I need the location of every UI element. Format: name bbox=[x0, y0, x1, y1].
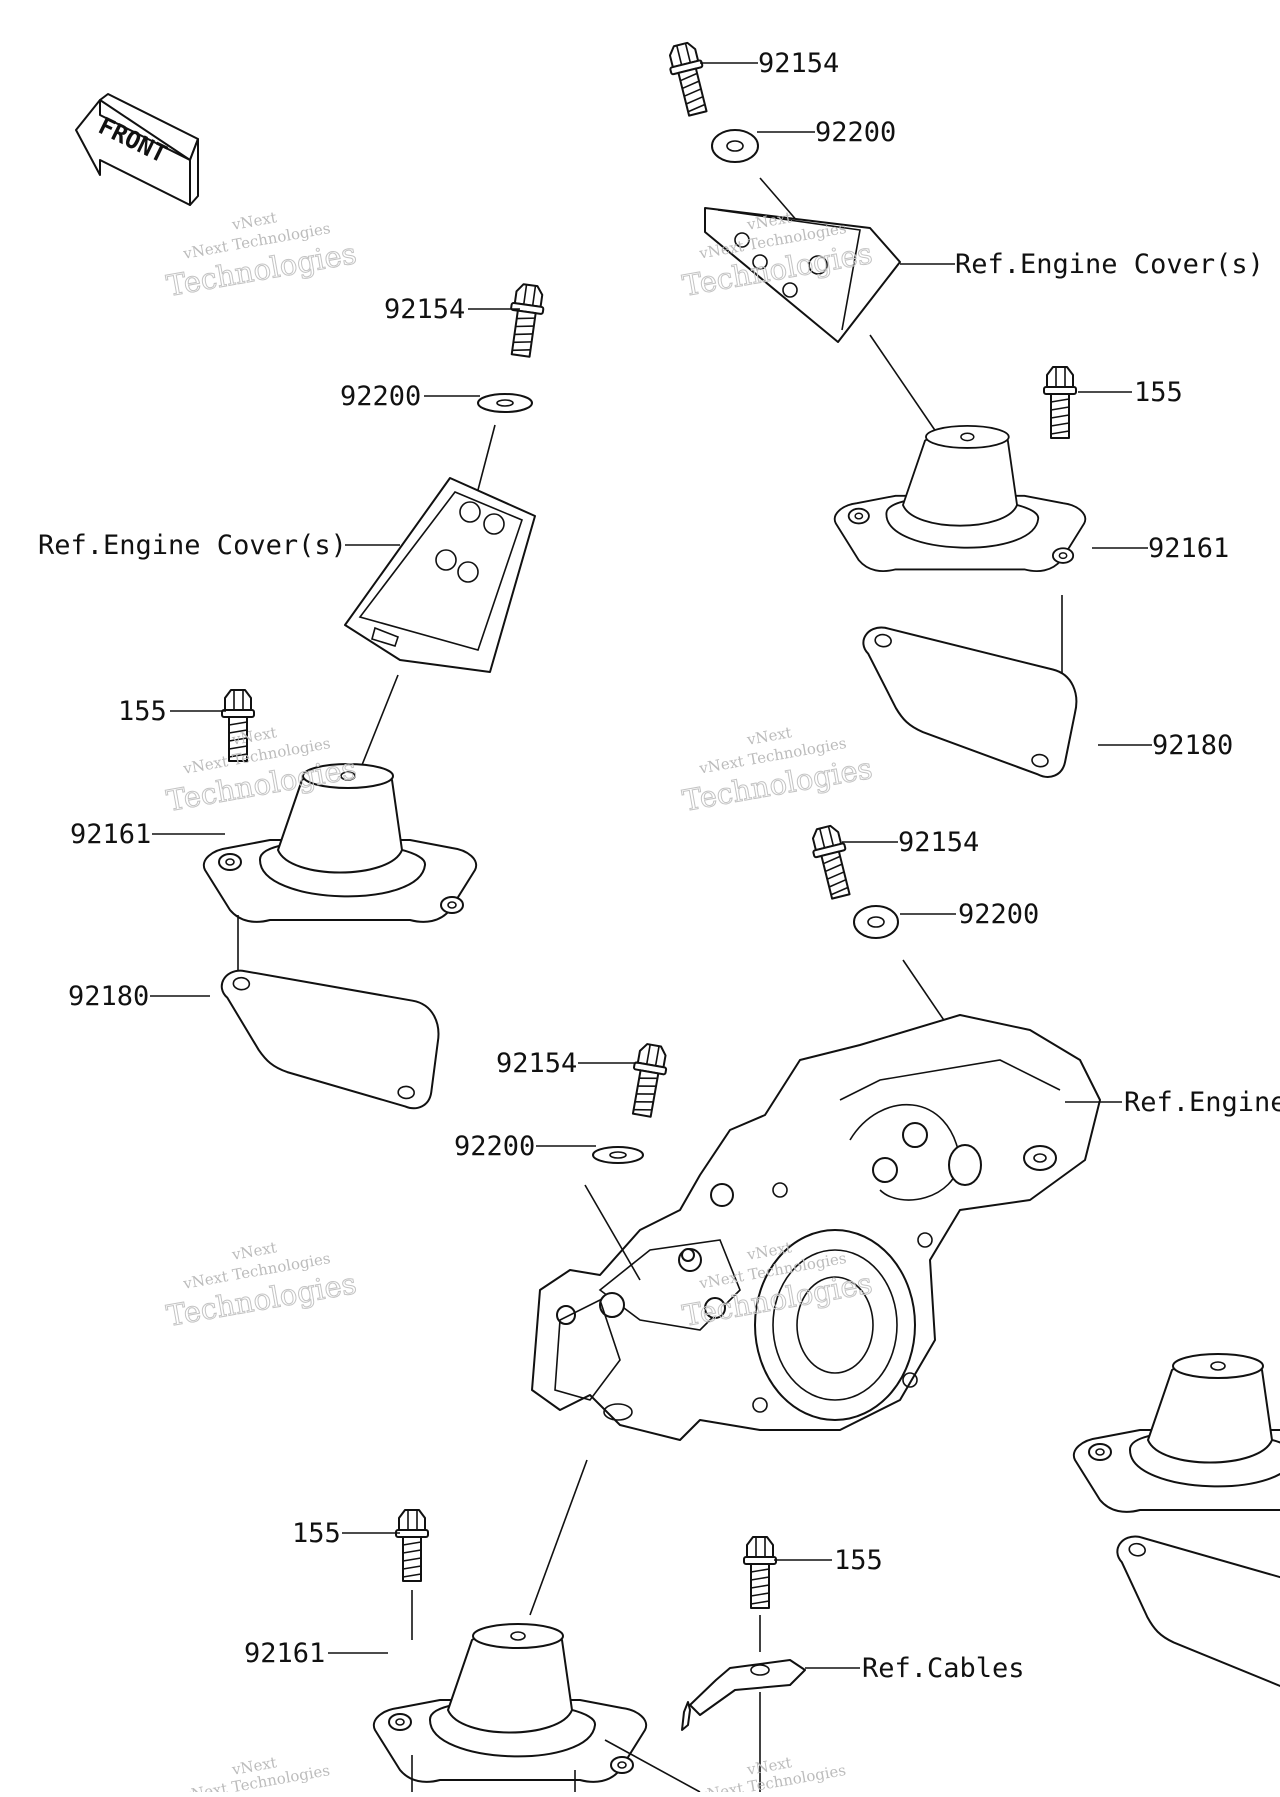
label-92154-middle-right: 92154 bbox=[898, 827, 979, 858]
washer bbox=[592, 1146, 644, 1164]
label-92200-top: 92200 bbox=[815, 117, 896, 148]
leader-lines bbox=[150, 62, 1152, 1669]
washer bbox=[711, 129, 759, 163]
watermark-group: vNext vNext Technologies Technologies bbox=[163, 1238, 359, 1333]
lower-middle-fasteners bbox=[529, 1041, 671, 1616]
watermark-group: vNext vNext Technologies Technologies bbox=[679, 723, 875, 818]
label-155-lower-left: 155 bbox=[292, 1518, 341, 1549]
label-92200-upper-left: 92200 bbox=[340, 381, 421, 412]
engine-case bbox=[531, 1014, 1101, 1441]
label-92154-top: 92154 bbox=[758, 48, 839, 79]
upper-right-assembly bbox=[664, 39, 1087, 781]
watermark-group: vNext vNext Technologies Technologies bbox=[163, 723, 359, 818]
engine-cover-bracket bbox=[344, 477, 536, 673]
label-155-upper-left: 155 bbox=[118, 696, 167, 727]
cable-bracket bbox=[681, 1536, 806, 1792]
label-92161-lower-left: 92161 bbox=[244, 1638, 325, 1669]
washer bbox=[853, 905, 899, 939]
label-ref-engine-cover-left: Ref.Engine Cover(s) bbox=[38, 530, 347, 561]
label-92180-upper-right: 92180 bbox=[1152, 730, 1233, 761]
label-92200-middle: 92200 bbox=[454, 1131, 535, 1162]
engine-cover-bracket bbox=[704, 207, 901, 343]
label-92154-upper-left: 92154 bbox=[384, 294, 465, 325]
label-92180-upper-left: 92180 bbox=[68, 981, 149, 1012]
label-ref-engine-cover-right: Ref.Engine Cover(s) bbox=[955, 249, 1264, 280]
lower-left-assembly bbox=[372, 1509, 701, 1793]
washer bbox=[477, 393, 533, 413]
label-92161-upper-left: 92161 bbox=[70, 819, 151, 850]
label-92161-upper-right: 92161 bbox=[1148, 533, 1229, 564]
label-92154-middle: 92154 bbox=[496, 1048, 577, 1079]
label-ref-engine: Ref.Engine bbox=[1124, 1087, 1280, 1118]
front-arrow-icon: FRONT bbox=[75, 93, 199, 206]
label-155-upper-right: 155 bbox=[1134, 377, 1183, 408]
label-ref-cables: Ref.Cables bbox=[862, 1653, 1025, 1684]
part-labels: 92154 92200 Ref.Engine Cover(s) 155 9216… bbox=[38, 48, 1280, 1684]
label-155-lower-right: 155 bbox=[834, 1545, 883, 1576]
watermark-group: vNext vNext Technologies bbox=[696, 1753, 847, 1797]
label-92200-middle-right: 92200 bbox=[958, 899, 1039, 930]
watermark-group: vNext vNext Technologies Technologies bbox=[163, 208, 359, 303]
watermark-group: vNext vNext Technologies bbox=[180, 1753, 331, 1797]
right-partial-mount bbox=[1072, 1353, 1280, 1696]
upper-left-assembly bbox=[202, 281, 548, 1111]
